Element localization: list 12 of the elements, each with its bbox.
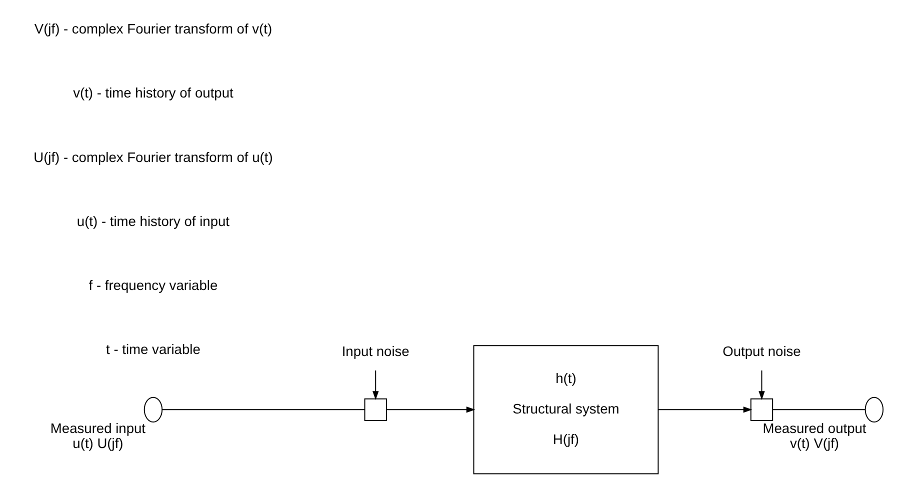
node-label: Measured output (762, 421, 866, 436)
label: V(jf) - complex Fourier transform of v(t) (34, 22, 272, 37)
node-label: u(t) U(jf) (72, 436, 124, 451)
label: t - time variable (106, 342, 200, 358)
label: u(t) - time history of input (76, 214, 230, 229)
node-text: Output noise (722, 344, 801, 360)
node-text: Input noise (342, 344, 410, 360)
label: f - frequency variable (88, 278, 218, 294)
node-label: v(t) V(jf) (790, 436, 840, 451)
label: U(jf) - complex Fourier transform of u(t) (34, 150, 273, 165)
label: v(t) - time history of output (73, 86, 234, 101)
node-label: Measured input (50, 421, 146, 436)
